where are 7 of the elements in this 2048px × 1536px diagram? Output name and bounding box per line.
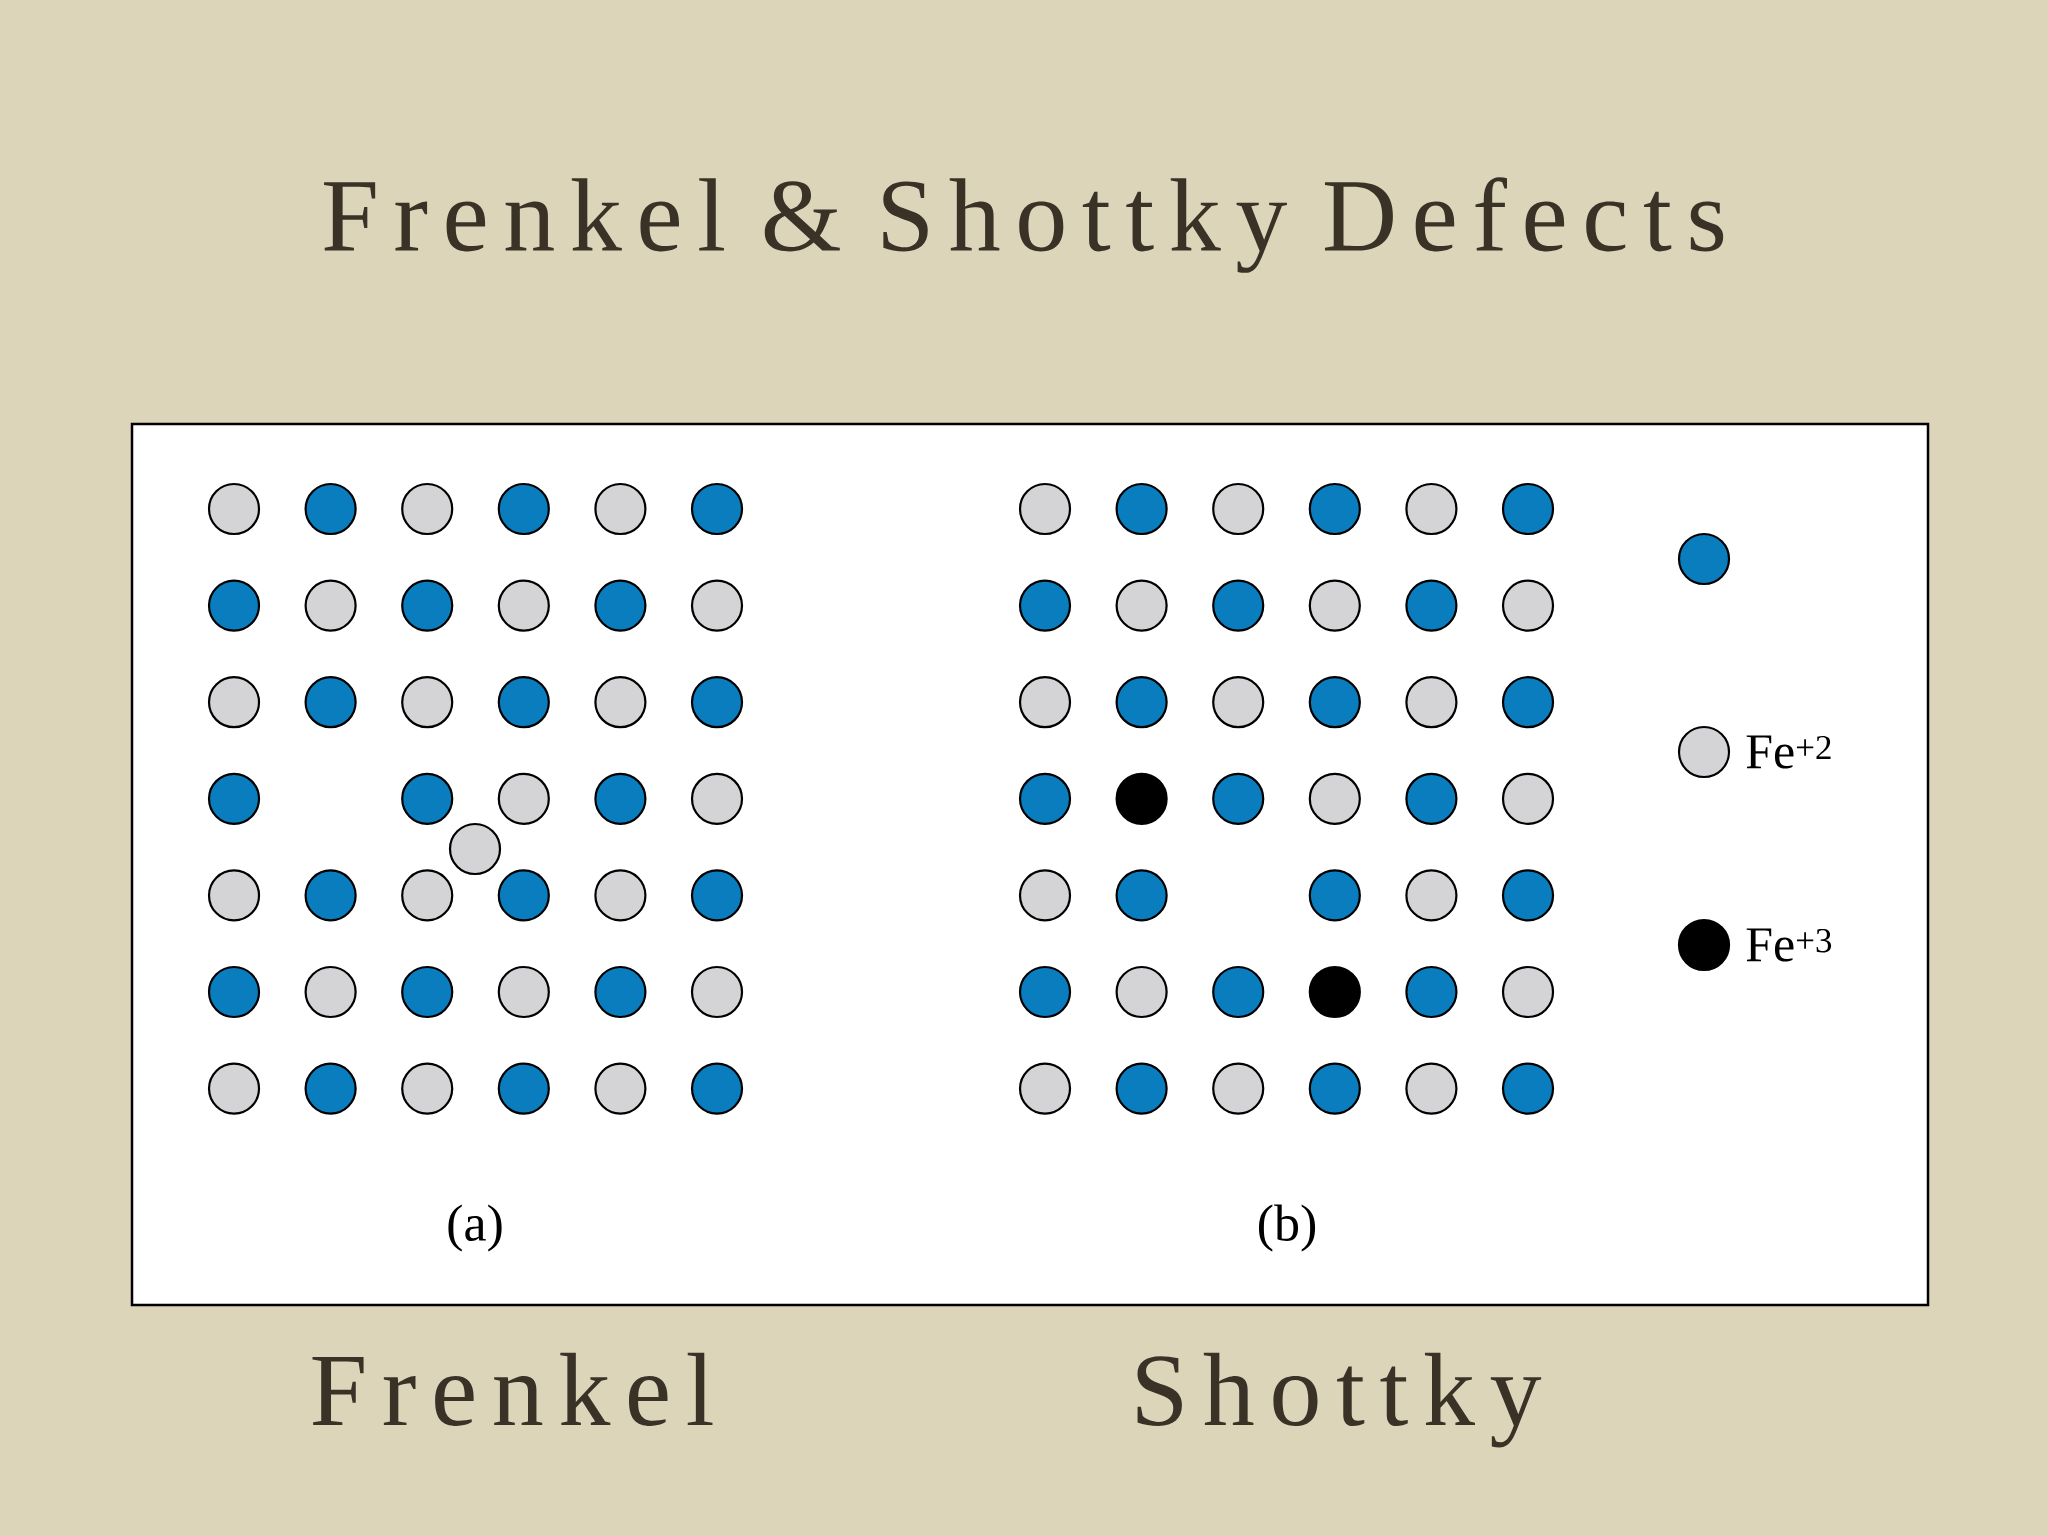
caption-text: Frenkel [312,1352,713,1426]
legend-label: Fe$^{+2}$ [1746,735,1831,769]
legend-label: Fe$^{+3}$ [1746,928,1832,962]
caption-text: Shottky [1137,1352,1542,1448]
panel-label: (a) [448,1204,502,1252]
panel-label: (b) [1259,1204,1316,1252]
title: Frenkel & Shottky Defects [324,177,1724,273]
